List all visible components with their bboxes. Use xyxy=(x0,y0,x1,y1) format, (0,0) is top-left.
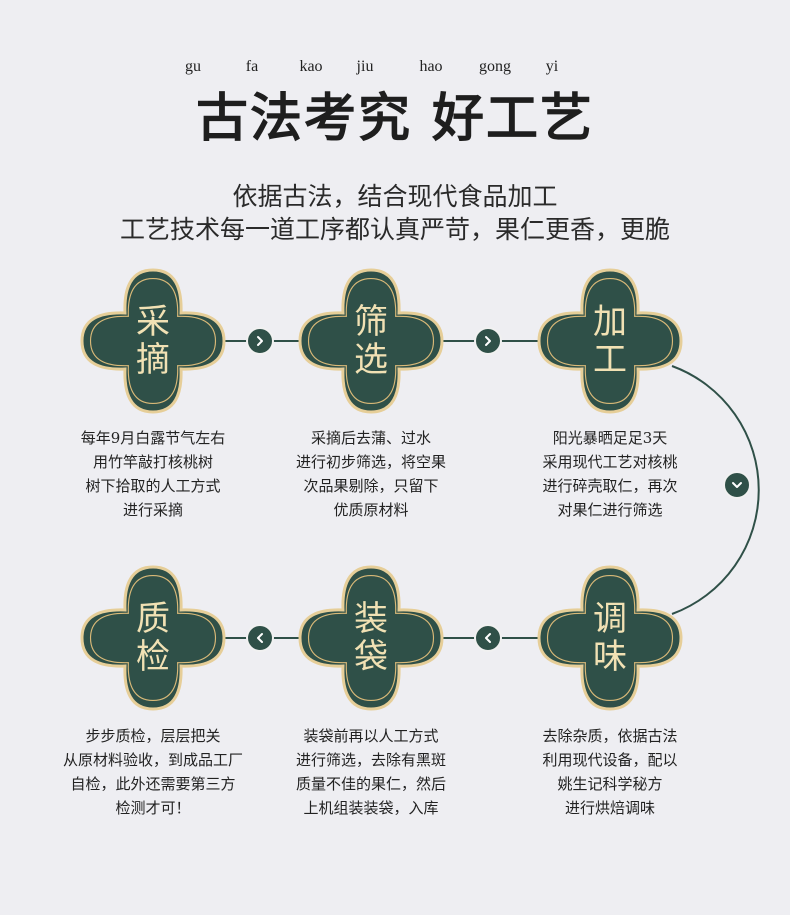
step-char-2: 工 xyxy=(593,340,627,380)
step-badge-process: 加工 xyxy=(535,266,685,416)
chevron-left-icon xyxy=(246,624,274,652)
step-char-2: 检 xyxy=(136,637,170,677)
description-line: 步步质检，层层把关 xyxy=(85,727,221,745)
step-char-1: 质 xyxy=(136,599,170,639)
description-line: 去除杂质，依据古法 xyxy=(542,727,678,745)
step-description-pick: 每年9月白露节气左右 用竹竿敲打核桃树 树下拾取的人工方式 进行采摘 xyxy=(33,426,273,522)
description-line: 上机组装装袋，入库 xyxy=(303,799,439,817)
description-line: 树下拾取的人工方式 xyxy=(85,477,221,495)
pinyin-gu: gu xyxy=(185,58,201,75)
step-description-inspect: 步步质检，层层把关 从原材料验收，到成品工厂 自检，此外还需要第三方 检测才可！ xyxy=(33,724,273,820)
connector-arc xyxy=(671,365,760,615)
description-line: 进行烘焙调味 xyxy=(564,799,655,817)
step-char-2: 选 xyxy=(354,340,388,380)
description-line: 自检，此外还需要第三方 xyxy=(70,775,236,793)
pinyin-hao: hao xyxy=(419,58,443,75)
pinyin-jiu: jiu xyxy=(356,58,374,75)
step-char-1: 装 xyxy=(354,599,388,639)
description-line: 用竹竿敲打核桃树 xyxy=(92,453,213,471)
pinyin-gong: gong xyxy=(479,58,511,75)
pinyin-fa: fa xyxy=(245,58,259,75)
description-line: 检测才可！ xyxy=(115,799,191,817)
page-title: 古法考究 好工艺 xyxy=(195,88,595,149)
description-line: 姚生记科学秘方 xyxy=(557,775,663,793)
description-line: 装袋前再以人工方式 xyxy=(303,727,439,745)
chevron-right-icon xyxy=(474,327,502,355)
step-description-season: 去除杂质，依据古法 利用现代设备，配以 姚生记科学秘方 进行烘焙调味 xyxy=(490,724,730,820)
step-badge-sort: 筛选 xyxy=(296,266,446,416)
description-line: 采用现代工艺对核桃 xyxy=(542,453,678,471)
description-line: 从原材料验收，到成品工厂 xyxy=(62,751,243,769)
description-line: 对果仁进行筛选 xyxy=(557,501,663,519)
step-badge-pack: 装袋 xyxy=(296,563,446,713)
step-badge-pick: 采摘 xyxy=(78,266,228,416)
description-line: 质量不佳的果仁，然后 xyxy=(295,775,446,793)
description-line: 进行采摘 xyxy=(122,501,183,519)
step-char-2: 袋 xyxy=(354,637,388,677)
description-line: 进行碎壳取仁，再次 xyxy=(542,477,678,495)
chevron-right-icon xyxy=(246,327,274,355)
step-char-1: 加 xyxy=(593,302,627,342)
step-description-pack: 装袋前再以人工方式 进行筛选，去除有黑斑 质量不佳的果仁，然后 上机组装装袋，入… xyxy=(251,724,491,820)
description-line: 次品果剔除，只留下 xyxy=(303,477,439,495)
description-line: 进行筛选，去除有黑斑 xyxy=(295,751,446,769)
step-char-1: 调 xyxy=(593,599,627,639)
description-line: 优质原材料 xyxy=(333,501,409,519)
pinyin-kao: kao xyxy=(299,58,323,75)
step-description-process: 阳光暴晒足足3天 采用现代工艺对核桃 进行碎壳取仁，再次 对果仁进行筛选 xyxy=(490,426,730,522)
step-char-2: 摘 xyxy=(136,340,170,380)
description-line: 采摘后去蒲、过水 xyxy=(310,429,431,447)
pinyin-yi: yi xyxy=(545,58,559,75)
pinyin-row: gu fa kao jiu hao gong yi xyxy=(0,58,790,78)
step-char-1: 筛 xyxy=(354,302,388,342)
step-description-sort: 采摘后去蒲、过水 进行初步筛选，将空果 次品果剔除，只留下 优质原材料 xyxy=(251,426,491,522)
subtitle-line-2: 工艺技术每一道工序都认真严苛，果仁更香，更脆 xyxy=(119,215,670,244)
step-char-1: 采 xyxy=(136,302,170,342)
chevron-down-icon xyxy=(723,471,751,499)
description-line: 阳光暴晒足足3天 xyxy=(552,429,668,447)
subtitle-line-1: 依据古法，结合现代食品加工 xyxy=(232,182,558,211)
description-line: 进行初步筛选，将空果 xyxy=(295,453,446,471)
step-badge-season: 调味 xyxy=(535,563,685,713)
description-line: 每年9月白露节气左右 xyxy=(80,429,226,447)
description-line: 利用现代设备，配以 xyxy=(542,751,678,769)
step-char-2: 味 xyxy=(593,637,627,677)
chevron-left-icon xyxy=(474,624,502,652)
subtitle: 依据古法，结合现代食品加工 工艺技术每一道工序都认真严苛，果仁更香，更脆 xyxy=(0,180,790,246)
step-badge-inspect: 质检 xyxy=(78,563,228,713)
